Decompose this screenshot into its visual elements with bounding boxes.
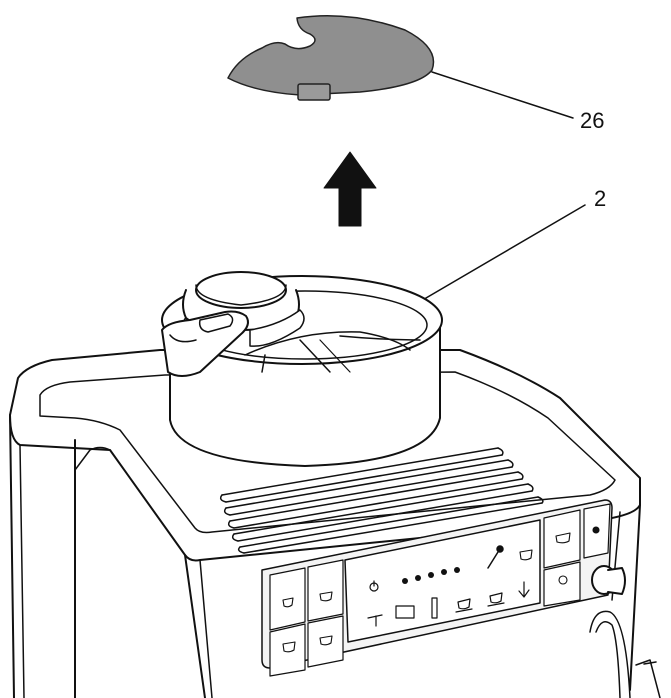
steam-pipe <box>589 610 661 698</box>
control-panel <box>261 499 613 677</box>
grind-adjust-knob <box>161 271 305 377</box>
lift-up-arrow <box>323 151 377 227</box>
vent-grille <box>219 447 544 554</box>
cleaning-icon <box>487 545 504 569</box>
steam-icon <box>487 592 505 607</box>
water-tap-icon <box>367 614 383 627</box>
cup-icon <box>519 549 533 561</box>
callout-2: 2 <box>594 186 607 211</box>
hot-water-icon <box>518 581 530 598</box>
water-tank-icon <box>395 605 415 619</box>
led-indicator-icon <box>402 567 460 584</box>
descaling-icon <box>455 598 473 613</box>
callout-26: 26 <box>580 108 605 133</box>
filter-icon <box>431 597 438 619</box>
panel-button-icons <box>282 526 600 653</box>
power-icon <box>369 580 379 592</box>
bean-container-lid <box>227 14 435 101</box>
leader-line-26 <box>431 71 574 119</box>
steam-knob <box>591 565 626 595</box>
